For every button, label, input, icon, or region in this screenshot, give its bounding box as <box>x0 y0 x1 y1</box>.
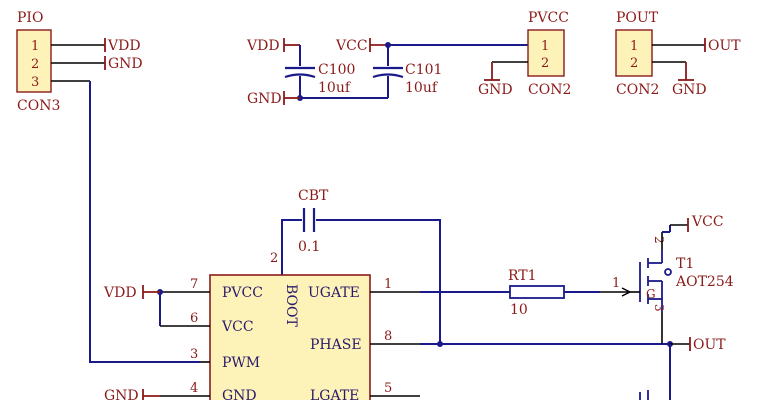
pio-pin-2: 2 <box>31 57 39 72</box>
gnd-power-port: GND <box>478 62 513 98</box>
vdd-power-port: VDD <box>103 285 160 301</box>
gnd-power-port: GND <box>104 388 160 400</box>
t1-ref: T1 <box>676 256 694 272</box>
t1-pin-2: 2 <box>652 236 666 244</box>
ic-lgate-label: LGATE <box>310 388 359 400</box>
driver-ic[interactable]: PVCC VCC PWM GND UGATE PHASE LGATE BOOT … <box>190 251 392 400</box>
ic-body <box>209 274 371 400</box>
rt1-resistor[interactable]: RT1 10 <box>508 268 565 318</box>
gnd-power-port: GND <box>672 62 707 98</box>
pvcc-type: CON2 <box>528 82 571 98</box>
ic-pin-phase: 8 <box>384 329 392 344</box>
gnd-label: GND <box>108 56 143 72</box>
pvcc-connector[interactable]: PVCC 1 2 CON2 <box>527 10 571 98</box>
pout-connector[interactable]: POUT 1 2 CON2 <box>615 10 659 98</box>
ic-pin-gnd: 4 <box>190 381 198 396</box>
ic-ugate-label: UGATE <box>308 285 360 301</box>
cbt-capacitor[interactable] <box>302 208 316 232</box>
pio-pin-1: 1 <box>31 39 39 54</box>
gnd-power-port: GND <box>104 56 143 72</box>
c101-ref: C101 <box>405 62 442 78</box>
vcc-label: VCC <box>335 38 368 54</box>
cbt-phase-wire <box>316 219 441 344</box>
pout-pin-1: 1 <box>630 39 638 54</box>
rt1-ref: RT1 <box>508 268 537 284</box>
c101-value: 10uf <box>405 80 439 96</box>
pvcc-ref: PVCC <box>528 10 569 26</box>
t1-mosfet[interactable]: G T1 AOT254 2 3 <box>639 236 734 312</box>
pout-body <box>615 29 653 77</box>
pwm-wire <box>89 81 200 363</box>
ic-pwm-label: PWM <box>222 355 260 371</box>
vdd-label: VDD <box>246 38 280 54</box>
c100-value: 10uf <box>318 80 352 96</box>
t1-gate-label: G <box>646 287 656 301</box>
ic-pin-ugate: 1 <box>384 277 392 292</box>
ic-vcc-label: VCC <box>221 319 254 335</box>
pio-ref: PIO <box>17 10 43 26</box>
ic-pin-boot: 2 <box>270 251 278 266</box>
vdd-power-port: VDD <box>246 38 300 54</box>
vdd-power-port: VDD <box>104 38 141 54</box>
pout-ref: POUT <box>616 10 659 26</box>
ic-pin-pwm: 3 <box>190 347 198 362</box>
pio-connector[interactable]: PIO 1 2 3 CON3 <box>16 10 105 114</box>
ic-pin-vcc: 6 <box>190 311 198 326</box>
ic-pin-pvcc: 7 <box>190 277 198 292</box>
t1-pin-3: 3 <box>652 304 666 312</box>
vdd-label: VDD <box>107 38 141 54</box>
vcc-label: VCC <box>691 214 724 230</box>
cbt-ref: CBT <box>298 188 329 204</box>
out-power-port: OUT <box>704 38 741 54</box>
vcc-power-port: VCC <box>335 38 388 54</box>
gnd-label: GND <box>672 82 707 98</box>
gnd-power-port: GND <box>247 91 300 107</box>
pio-pin-3: 3 <box>31 75 39 90</box>
boot-wire <box>281 219 302 275</box>
pvcc-pin-2: 2 <box>541 56 549 71</box>
gnd-label: GND <box>104 388 139 400</box>
gnd-label: GND <box>478 82 513 98</box>
ic-pin-lgate: 5 <box>384 381 392 396</box>
ic-phase-label: PHASE <box>310 337 362 353</box>
ic-boot-label: BOOT <box>283 284 299 328</box>
out-power-port: OUT <box>689 337 726 353</box>
vdd-label: VDD <box>103 285 137 301</box>
out-label: OUT <box>693 337 726 353</box>
ic-gnd-label: GND <box>222 388 257 400</box>
t1-part: AOT254 <box>675 274 734 290</box>
pout-type: CON2 <box>616 82 659 98</box>
gnd-label: GND <box>247 91 282 107</box>
pio-type: CON3 <box>17 98 60 114</box>
c101-capacitor[interactable]: C101 10uf <box>372 62 442 96</box>
cbt-value: 0.1 <box>298 239 320 255</box>
pio-body <box>16 29 52 93</box>
pvcc-body <box>527 29 565 77</box>
rt1-pin-1: 1 <box>612 276 620 291</box>
ic-pvcc-label: PVCC <box>222 285 263 301</box>
c100-ref: C100 <box>318 62 355 78</box>
rt1-value: 10 <box>510 302 528 318</box>
out-label: OUT <box>708 38 741 54</box>
vcc-power-port: VCC <box>687 214 724 232</box>
pout-pin-2: 2 <box>630 56 638 71</box>
pvcc-pin-1: 1 <box>541 39 549 54</box>
c100-capacitor[interactable]: C100 10uf <box>284 62 355 96</box>
